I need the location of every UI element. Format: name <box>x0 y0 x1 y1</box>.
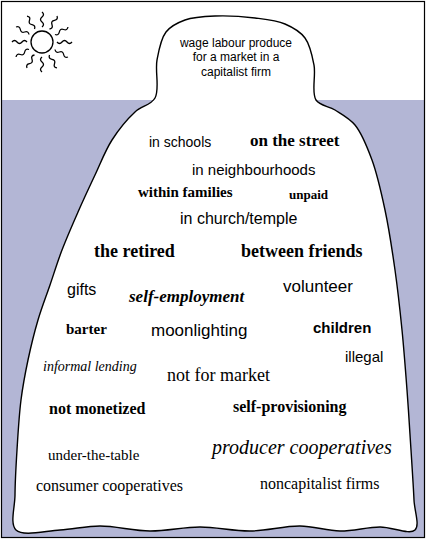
sun-ray <box>48 15 58 29</box>
economy-term: volunteer <box>283 277 353 297</box>
sun-ray <box>48 54 58 68</box>
economy-term: in schools <box>149 134 211 151</box>
economy-term: on the street <box>250 131 339 151</box>
sun-symbol <box>12 12 72 72</box>
sun-ray <box>15 26 29 36</box>
economy-term: not for market <box>167 365 270 387</box>
economy-term: not monetized <box>49 399 145 418</box>
economy-term: informal lending <box>43 359 137 376</box>
economy-term: noncapitalist firms <box>260 474 380 493</box>
economy-term: producer cooperatives <box>212 435 392 459</box>
sun-ray <box>26 15 36 29</box>
economy-term: between friends <box>241 241 362 263</box>
economy-term: self-employment <box>129 287 244 307</box>
economy-term: wage labour produce for a market in a ca… <box>177 36 295 79</box>
sun-ray <box>26 54 36 68</box>
sun-disc <box>31 31 53 53</box>
economy-term: barter <box>66 320 107 338</box>
economy-term: moonlighting <box>151 321 247 341</box>
sun-ray <box>15 48 29 58</box>
economy-term: in church/temple <box>180 209 297 228</box>
economy-term: gifts <box>67 280 96 299</box>
economy-term: in neighbourhoods <box>192 161 315 179</box>
sun-ray <box>54 26 68 36</box>
economy-term: under-the-table <box>48 446 139 464</box>
sun-ray <box>41 57 44 72</box>
sun-ray <box>12 41 27 44</box>
sun-ray <box>54 48 68 58</box>
economy-term: consumer cooperatives <box>36 476 183 495</box>
sun-ray <box>41 12 44 27</box>
economy-term: self-provisioning <box>233 397 347 416</box>
economy-term: unpaid <box>289 187 328 203</box>
economy-term: illegal <box>345 348 383 366</box>
sun-ray <box>57 41 72 44</box>
economy-term: the retired <box>94 241 175 263</box>
economy-term: children <box>313 319 371 337</box>
economy-term: within families <box>138 183 233 201</box>
iceberg-outline-path <box>13 16 417 533</box>
